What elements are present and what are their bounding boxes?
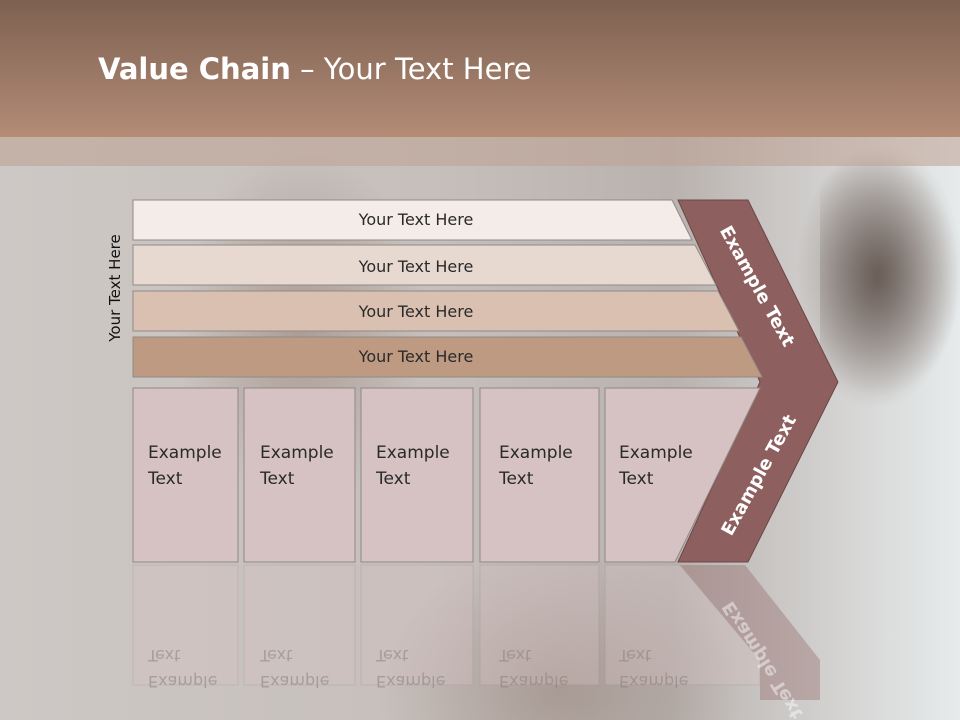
reflection-text: Example (260, 672, 329, 691)
activity-box-4 (479, 387, 600, 563)
reflection-group (132, 564, 820, 700)
activity-box-5 (604, 387, 761, 563)
bar-3-label: Your Text Here (358, 302, 474, 321)
activity-box-4-label: Example Text (499, 440, 573, 492)
reflection-box (243, 564, 356, 686)
chevron-arrow (677, 199, 839, 563)
bar-2-label: Your Text Here (358, 257, 474, 276)
box-line-2: Text (619, 469, 654, 489)
box-line-2: Text (499, 469, 534, 489)
bar-1 (132, 199, 693, 241)
box-line-1: Example (619, 443, 693, 463)
activity-box-3-label: Example Text (376, 440, 450, 492)
activity-box-5-label: Example Text (619, 440, 693, 492)
bar-3 (132, 290, 740, 332)
bar-4-label: Your Text Here (358, 347, 474, 366)
box-line-1: Example (376, 443, 450, 463)
reflection-text: Text (259, 646, 292, 665)
reflection-arrow (680, 565, 820, 700)
reflection-text: Text (618, 646, 651, 665)
reflection-text: Example (619, 672, 688, 691)
reflection-box (360, 564, 474, 686)
activity-box-3 (360, 387, 474, 563)
reflection-box (604, 564, 761, 686)
reflection-box (479, 564, 600, 686)
slide-title: Value Chain – Your Text Here (98, 52, 532, 86)
bar-1-label: Your Text Here (358, 210, 474, 229)
header-band (0, 0, 960, 137)
box-line-2: Text (260, 469, 295, 489)
reflection-text: Example (148, 672, 217, 691)
title-bold: Value Chain (98, 52, 291, 86)
box-line-1: Example (499, 443, 573, 463)
reflection-text: Text (375, 646, 408, 665)
activity-box-1 (132, 387, 239, 563)
reflection-box (132, 564, 239, 686)
activity-box-1-label: Example Text (148, 440, 222, 492)
reflection-text: Text (498, 646, 531, 665)
bar-2 (132, 244, 717, 286)
reflection-text: Text (147, 646, 180, 665)
background-hair-detail (820, 150, 960, 410)
box-line-1: Example (260, 443, 334, 463)
header-sub-band (0, 137, 960, 166)
activity-box-2-label: Example Text (260, 440, 334, 492)
title-rest: – Your Text Here (290, 52, 532, 86)
reflection-text: Example (499, 672, 568, 691)
box-line-2: Text (148, 469, 183, 489)
reflection-text: Example (376, 672, 445, 691)
bar-4 (132, 336, 763, 378)
activity-box-2 (243, 387, 356, 563)
box-line-1: Example (148, 443, 222, 463)
box-line-2: Text (376, 469, 411, 489)
